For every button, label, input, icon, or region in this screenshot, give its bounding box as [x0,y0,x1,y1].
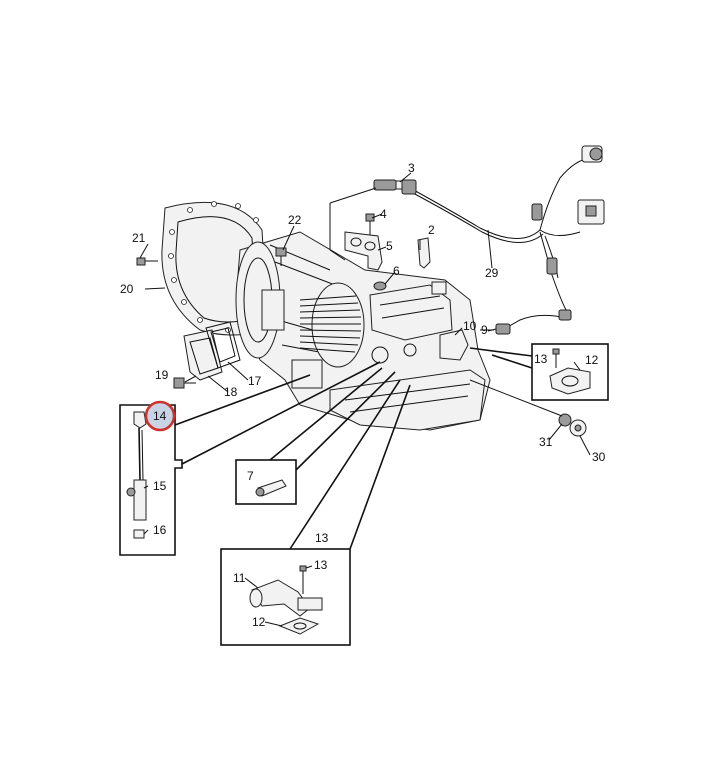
callout-21: 21 [132,231,146,245]
cover-18 [183,329,223,381]
clip-2 [417,237,431,269]
detail-box-dipstick [119,404,183,556]
bolt-21 [136,257,158,266]
plug-31 [558,413,572,427]
wiring-harness [401,145,605,329]
callout-10: 10 [463,319,477,333]
bracket-5 [344,231,383,271]
bolt-22 [275,247,287,266]
sensor-3 [373,179,405,191]
highlight-ring [144,400,176,432]
callout-15: 15 [153,479,167,493]
callout-16: 16 [153,523,167,537]
washer-30 [569,419,587,437]
bolt-19 [173,377,196,389]
callout-labels: 2 3 4 5 6 7 9 10 11 12 12 13 13 13 14 15… [120,161,606,629]
callout-9: 9 [481,323,488,337]
callout-22: 22 [288,213,302,227]
transmission-housing [235,231,491,431]
callout-29: 29 [485,266,499,280]
detail-box-plug [235,459,297,505]
callout-7: 7 [247,469,254,483]
callout-6: 6 [393,264,400,278]
callout-5: 5 [386,239,393,253]
callout-13-leader: 13 [315,531,329,545]
callout-2: 2 [428,223,435,237]
sensor-9 [487,323,511,335]
callout-3: 3 [408,161,415,175]
callout-31: 31 [539,435,553,449]
leader-lines [139,172,591,627]
callout-13-box-bottom: 13 [314,558,328,572]
nut-6 [373,281,387,291]
callout-13-box-right: 13 [534,352,548,366]
callout-12-box-bottom: 12 [252,615,266,629]
callout-14: 14 [153,409,167,423]
callout-11: 11 [233,571,246,585]
callout-12-box-right: 12 [585,353,599,367]
detail-box-outlet-pipe [220,548,351,646]
gasket-17 [205,321,241,369]
callout-20: 20 [120,282,134,296]
callout-19: 19 [155,368,169,382]
callout-17: 17 [248,374,262,388]
callout-4: 4 [380,207,387,221]
callout-18: 18 [224,385,238,399]
detail-box-gasket [531,343,609,401]
callout-30: 30 [592,450,606,464]
